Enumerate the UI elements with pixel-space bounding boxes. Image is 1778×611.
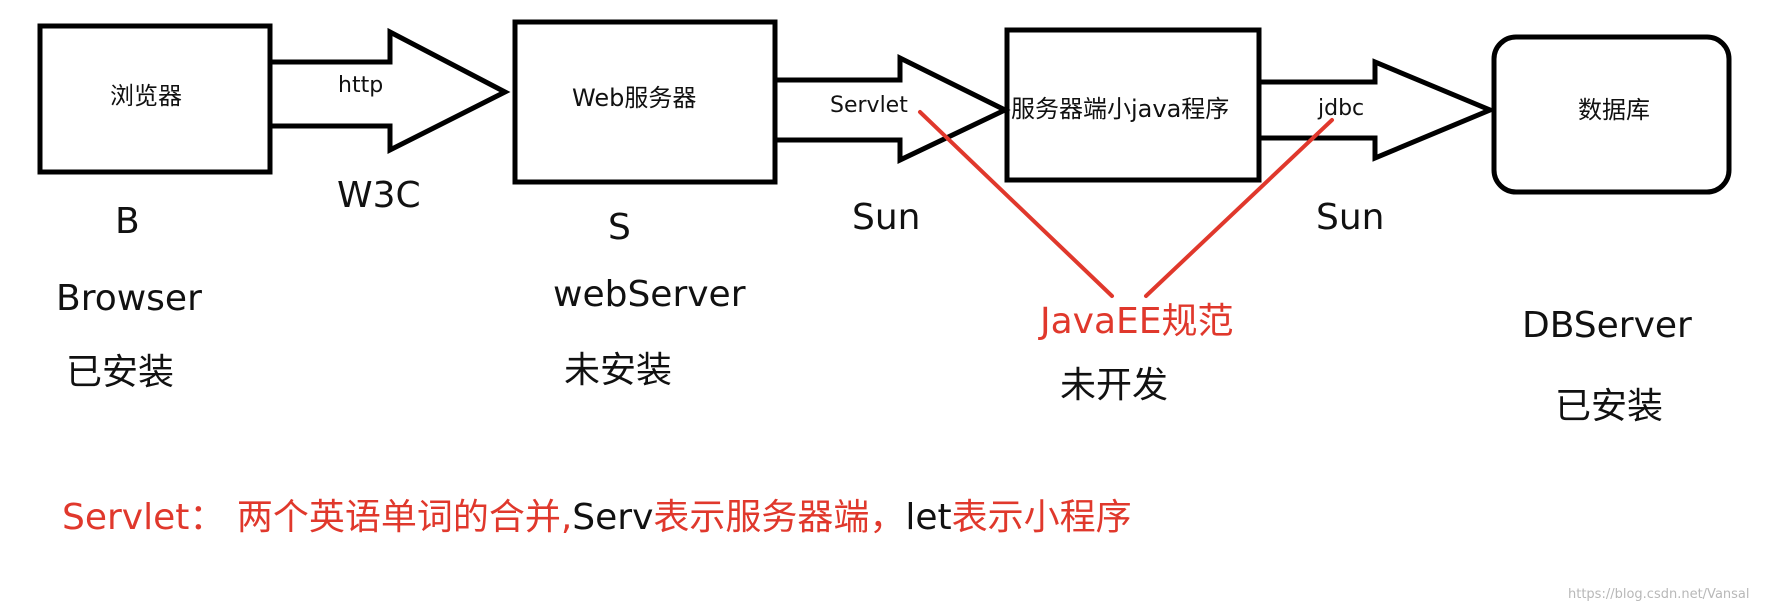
javaee-spec-label: JavaEE规范 — [1040, 301, 1234, 342]
servlet-arrow-label: Servlet — [830, 93, 908, 118]
jdbc-arrow — [1256, 58, 1497, 162]
servlet-pointer-line — [918, 110, 1114, 298]
note-prefix: Servlet： 两个英语单词的合并, — [62, 497, 573, 538]
servlet-program-box-label: 服务器端小java程序 — [1011, 95, 1230, 123]
note-serv: Serv — [572, 497, 654, 538]
note-let-meaning: 表示小程序 — [951, 497, 1132, 538]
browser-status: 已安装 — [66, 352, 175, 393]
browser-box-label: 浏览器 — [110, 82, 182, 110]
web-server-status: 未安装 — [564, 350, 673, 391]
servlet-arrow — [772, 53, 1011, 164]
jdbc-pointer-line — [1144, 118, 1334, 298]
http-label: http — [338, 73, 384, 98]
database-box-label: 数据库 — [1578, 96, 1650, 124]
jdbc-label: jdbc — [1318, 96, 1365, 121]
sun-label-2: Sun — [1316, 197, 1385, 238]
web-server-label: webServer — [553, 274, 746, 315]
note-let: let — [905, 497, 952, 538]
web-server-box-label: Web服务器 — [572, 84, 697, 112]
w3c-label: W3C — [337, 175, 421, 216]
http-arrow — [267, 27, 511, 155]
s-label: S — [608, 207, 631, 248]
database-box — [1491, 34, 1732, 195]
db-status: 已安装 — [1555, 386, 1664, 427]
browser-label: Browser — [56, 278, 202, 319]
watermark: https://blog.csdn.net/Vansal — [1568, 587, 1750, 602]
program-status: 未开发 — [1060, 365, 1169, 406]
b-label: B — [115, 201, 140, 242]
note-serv-meaning: 表示服务器端， — [653, 497, 906, 538]
db-server-label: DBServer — [1522, 305, 1692, 346]
servlet-explanation-note: Servlet： 两个英语单词的合并,Serv表示服务器端，let表示小程序 — [62, 500, 1132, 536]
sun-label-1: Sun — [852, 197, 921, 238]
